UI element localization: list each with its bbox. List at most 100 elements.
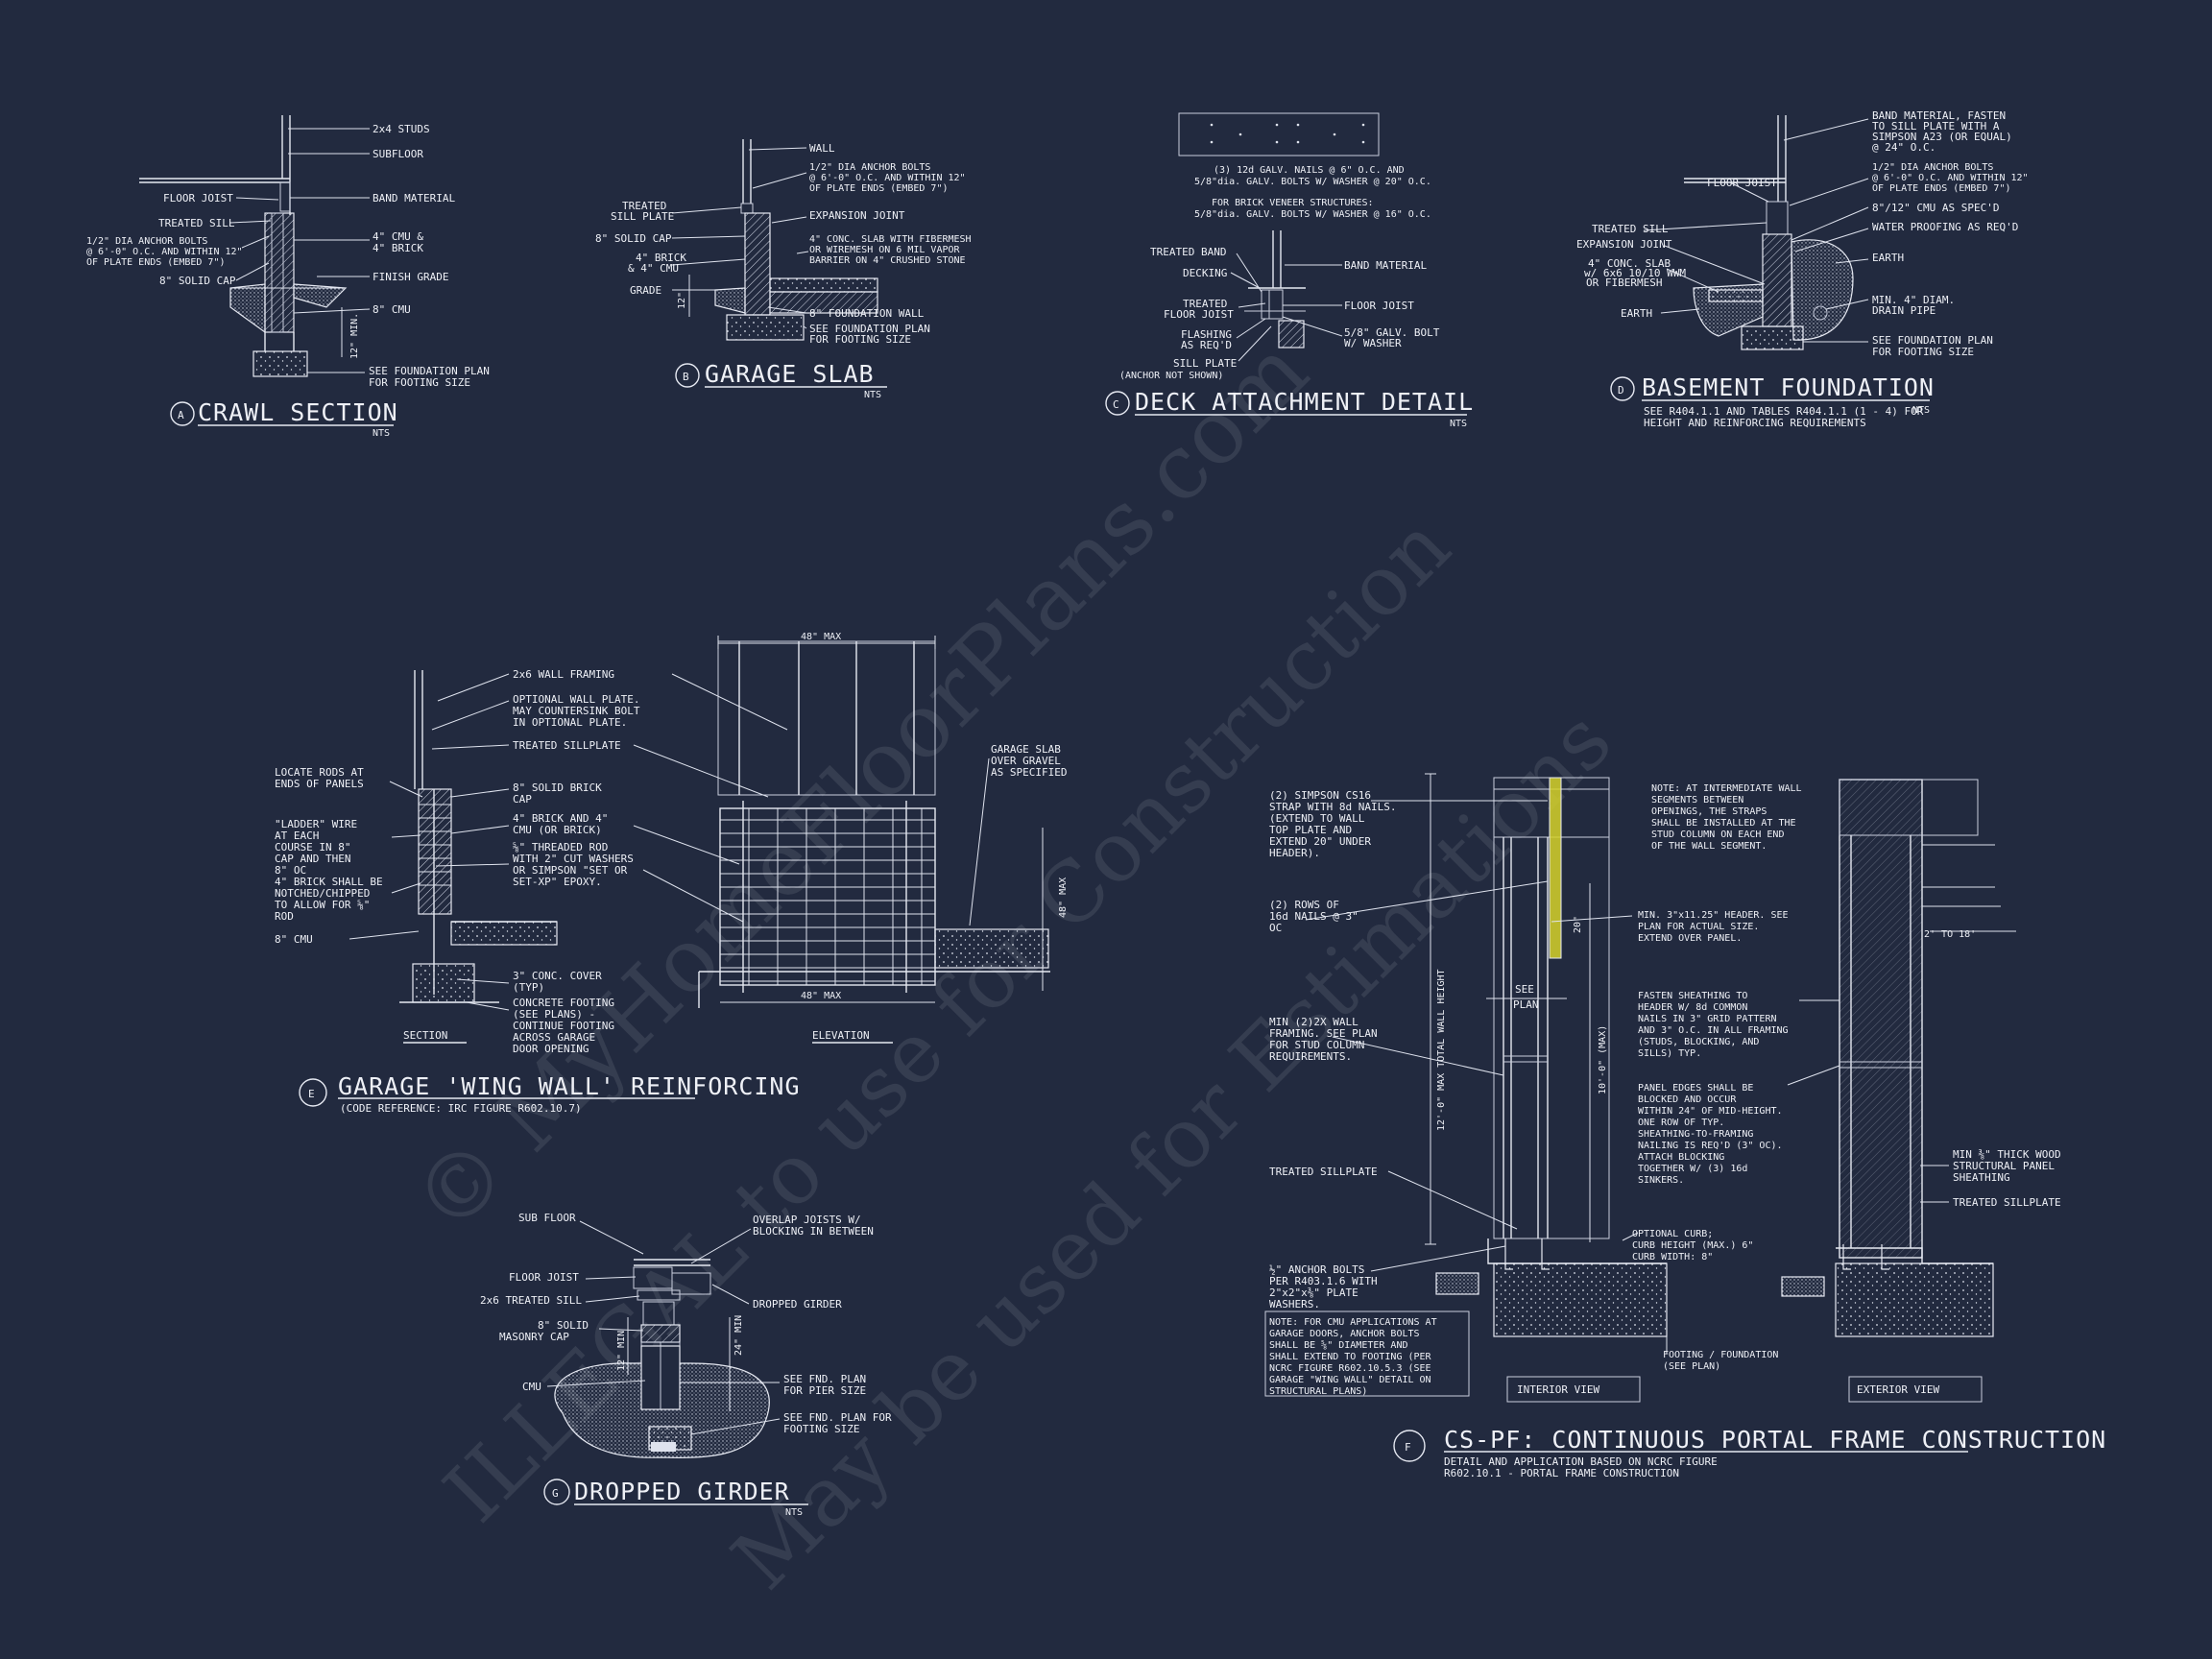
a-label-studs: 2x4 STUDS bbox=[373, 123, 430, 135]
f-fasten-4: AND 3" O.C. IN ALL FRAMING bbox=[1638, 1025, 1789, 1036]
f-subtitle-1: DETAIL AND APPLICATION BASED ON NCRC FIG… bbox=[1444, 1455, 1718, 1468]
d-label-expansion: EXPANSION JOINT bbox=[1576, 238, 1672, 251]
f-label-rows-2: 16d NAILS @ 3" bbox=[1269, 910, 1358, 923]
f-panel-7: ATTACH BLOCKING bbox=[1638, 1152, 1724, 1163]
e-title: GARAGE 'WING WALL' REINFORCING bbox=[338, 1072, 801, 1100]
b-label-wall: WALL bbox=[809, 142, 835, 155]
f-panel-5: SHEATHING-TO-FRAMING bbox=[1638, 1129, 1753, 1140]
e-label-ladder-1: "LADDER" WIRE bbox=[275, 818, 357, 830]
g-label-dropped-girder: DROPPED GIRDER bbox=[753, 1298, 842, 1310]
g-label-footing-2: FOOTING SIZE bbox=[783, 1423, 859, 1435]
e-label-footing-5: DOOR OPENING bbox=[513, 1043, 589, 1055]
d-label-cmu: 8"/12" CMU AS SPEC'D bbox=[1872, 202, 1999, 214]
f-label-rows-1: (2) ROWS OF bbox=[1269, 899, 1339, 911]
f-fasten-2: HEADER W/ 8d COMMON bbox=[1638, 1002, 1747, 1013]
f-dim-wall: 12'-0" MAX TOTAL WALL HEIGHT bbox=[1436, 969, 1447, 1131]
f-curb-2: CURB HEIGHT (MAX.) 6" bbox=[1632, 1240, 1753, 1251]
d-label-band-2: TO SILL PLATE WITH A bbox=[1872, 120, 2000, 132]
e-label-opt-plate-3: IN OPTIONAL PLATE. bbox=[513, 716, 627, 729]
detail-c-deck-attachment: (3) 12d GALV. NAILS @ 6" O.C. AND 5/8"di… bbox=[1105, 112, 1474, 429]
f-dim-strap: 20" bbox=[1573, 916, 1583, 933]
d-label-slab-2: w/ 6x6 10/10 WWM bbox=[1584, 267, 1686, 279]
f-exterior-view: EXTERIOR VIEW bbox=[1857, 1383, 1939, 1396]
g-label-overlap-2: BLOCKING IN BETWEEN bbox=[753, 1225, 874, 1238]
g-dim-24-min: 24" MIN bbox=[733, 1315, 744, 1356]
f-curb-3: CURB WIDTH: 8" bbox=[1632, 1252, 1713, 1262]
f-cmu-note-6: GARAGE "WING WALL" DETAIL ON bbox=[1269, 1375, 1431, 1385]
f-label-anchor-3: 2"x2"x⅜" PLATE bbox=[1269, 1286, 1358, 1299]
b-label-treated: TREATED bbox=[622, 200, 666, 212]
b-label-grade: GRADE bbox=[630, 284, 661, 297]
f-footing-1: FOOTING / FOUNDATION bbox=[1663, 1350, 1778, 1360]
detail-f-portal-frame: 12'-0" MAX TOTAL WALL HEIGHT 10'-0" (MAX… bbox=[1264, 773, 2105, 1479]
d-note-2: HEIGHT AND REINFORCING REQUIREMENTS bbox=[1644, 417, 1866, 429]
e-label-garage-slab-1: GARAGE SLAB bbox=[991, 743, 1061, 756]
b-label-anchor-2: @ 6'-0" O.C. AND WITHIN 12" bbox=[809, 173, 966, 183]
f-see: SEE bbox=[1515, 983, 1534, 996]
detail-g-dropped-girder: 12" MIN 24" MIN SUB FLOOR OVERLAP JOISTS… bbox=[480, 1212, 892, 1518]
b-title: GARAGE SLAB bbox=[705, 360, 875, 388]
g-label-overlap-1: OVERLAP JOISTS W/ bbox=[753, 1214, 861, 1226]
d-label-drain-2: DRAIN PIPE bbox=[1872, 304, 1936, 317]
a-label-see-plan-1: SEE FOUNDATION PLAN bbox=[369, 365, 490, 377]
f-note-int-3: OPENINGS, THE STRAPS bbox=[1651, 806, 1767, 817]
detail-b-garage-slab: 12" WALL 1/2" DIA ANCHOR BOLTS @ 6'-0" O… bbox=[595, 139, 972, 400]
a-label-see-plan-2: FOR FOOTING SIZE bbox=[369, 376, 470, 389]
f-label-cs16-1: (2) SIMPSON CS16 bbox=[1269, 789, 1371, 802]
e-label-treated-sillplate: TREATED SILLPLATE bbox=[513, 739, 621, 752]
e-label-wall-framing: 2x6 WALL FRAMING bbox=[513, 668, 614, 681]
b-label-see-plan-2: FOR FOOTING SIZE bbox=[809, 333, 911, 346]
d-label-see-plan-1: SEE FOUNDATION PLAN bbox=[1872, 334, 1993, 347]
f-span-dim: 2' TO 18' bbox=[1924, 929, 1976, 940]
a-label-subfloor: SUBFLOOR bbox=[373, 148, 423, 160]
f-label-cs16-3: (EXTEND TO WALL bbox=[1269, 812, 1365, 825]
f-sheathing-2: STRUCTURAL PANEL bbox=[1953, 1160, 2055, 1172]
e-label-cap: CAP bbox=[513, 793, 532, 805]
e-label-notch-3: TO ALLOW FOR ⅝" bbox=[275, 899, 370, 911]
c-label-as-reqd: AS REQ'D bbox=[1181, 339, 1232, 351]
b-scale: NTS bbox=[864, 390, 881, 400]
f-panel-9: SINKERS. bbox=[1638, 1175, 1684, 1186]
a-label-anchor-2: @ 6'-0" O.C. AND WITHIN 12" bbox=[86, 247, 243, 257]
b-letter: B bbox=[683, 371, 689, 383]
d-label-anchor-2: @ 6'-0" O.C. AND WITHIN 12" bbox=[1872, 173, 2029, 183]
e-dim-bottom: 48" MAX bbox=[801, 991, 841, 1001]
f-note-int-5: STUD COLUMN ON EACH END bbox=[1651, 830, 1784, 840]
f-treated-sillplate-right: TREATED SILLPLATE bbox=[1953, 1196, 2061, 1209]
d-label-slab-1: 4" CONC. SLAB bbox=[1588, 257, 1671, 270]
c-label-treated: TREATED bbox=[1183, 298, 1227, 310]
e-label-footing-1: CONCRETE FOOTING bbox=[513, 997, 614, 1009]
c-title: DECK ATTACHMENT DETAIL bbox=[1135, 388, 1474, 416]
a-label-8-cmu: 8" CMU bbox=[373, 303, 411, 316]
d-label-anchor-3: OF PLATE ENDS (EMBED 7") bbox=[1872, 183, 2011, 194]
a-label-cmu-2: 4" BRICK bbox=[373, 242, 423, 254]
d-label-slab-3: OR FIBERMESH bbox=[1586, 276, 1662, 289]
e-elevation-label: ELEVATION bbox=[812, 1029, 870, 1042]
e-letter: E bbox=[308, 1088, 315, 1100]
f-panel-6: NAILING IS REQ'D (3" OC). bbox=[1638, 1141, 1783, 1151]
e-label-opt-plate-1: OPTIONAL WALL PLATE. bbox=[513, 693, 639, 706]
c-letter: C bbox=[1113, 398, 1119, 411]
a-label-band: BAND MATERIAL bbox=[373, 192, 455, 204]
c-label-bolt-1: 5/8" GALV. BOLT bbox=[1344, 326, 1440, 339]
c-scale: NTS bbox=[1450, 419, 1467, 429]
f-panel-1: PANEL EDGES SHALL BE bbox=[1638, 1083, 1753, 1094]
e-label-cover-2: (TYP) bbox=[513, 981, 544, 994]
e-label-garage-slab-3: AS SPECIFIED bbox=[991, 766, 1067, 779]
a-label-anchor-1: 1/2" DIA ANCHOR BOLTS bbox=[86, 236, 207, 247]
f-panel-4: ONE ROW OF TYP. bbox=[1638, 1118, 1724, 1128]
e-label-locate-rods-2: ENDS OF PANELS bbox=[275, 778, 364, 790]
detail-a-crawl-section: 12" MIN. 2x4 STUDS SUBFLOOR BAND MATERIA… bbox=[86, 115, 490, 439]
c-note-3: FOR BRICK VENEER STRUCTURES: bbox=[1212, 198, 1374, 208]
a-label-floor-joist: FLOOR JOIST bbox=[163, 192, 233, 204]
d-scale: NTS bbox=[1912, 405, 1930, 416]
b-label-sill-plate: SILL PLATE bbox=[611, 210, 674, 223]
d-label-band-1: BAND MATERIAL, FASTEN bbox=[1872, 109, 2006, 122]
c-note-1: (3) 12d GALV. NAILS @ 6" O.C. AND bbox=[1214, 165, 1405, 176]
c-label-floor-joist: FLOOR JOIST bbox=[1344, 300, 1414, 312]
g-label-cmu: CMU bbox=[522, 1381, 541, 1393]
f-label-anchor-4: WASHERS. bbox=[1269, 1298, 1320, 1310]
e-label-solid-brick: 8" SOLID BRICK bbox=[513, 781, 602, 794]
d-label-waterproofing: WATER PROOFING AS REQ'D bbox=[1872, 221, 2018, 233]
e-label-rod-3: OR SIMPSON "SET OR bbox=[513, 864, 628, 877]
